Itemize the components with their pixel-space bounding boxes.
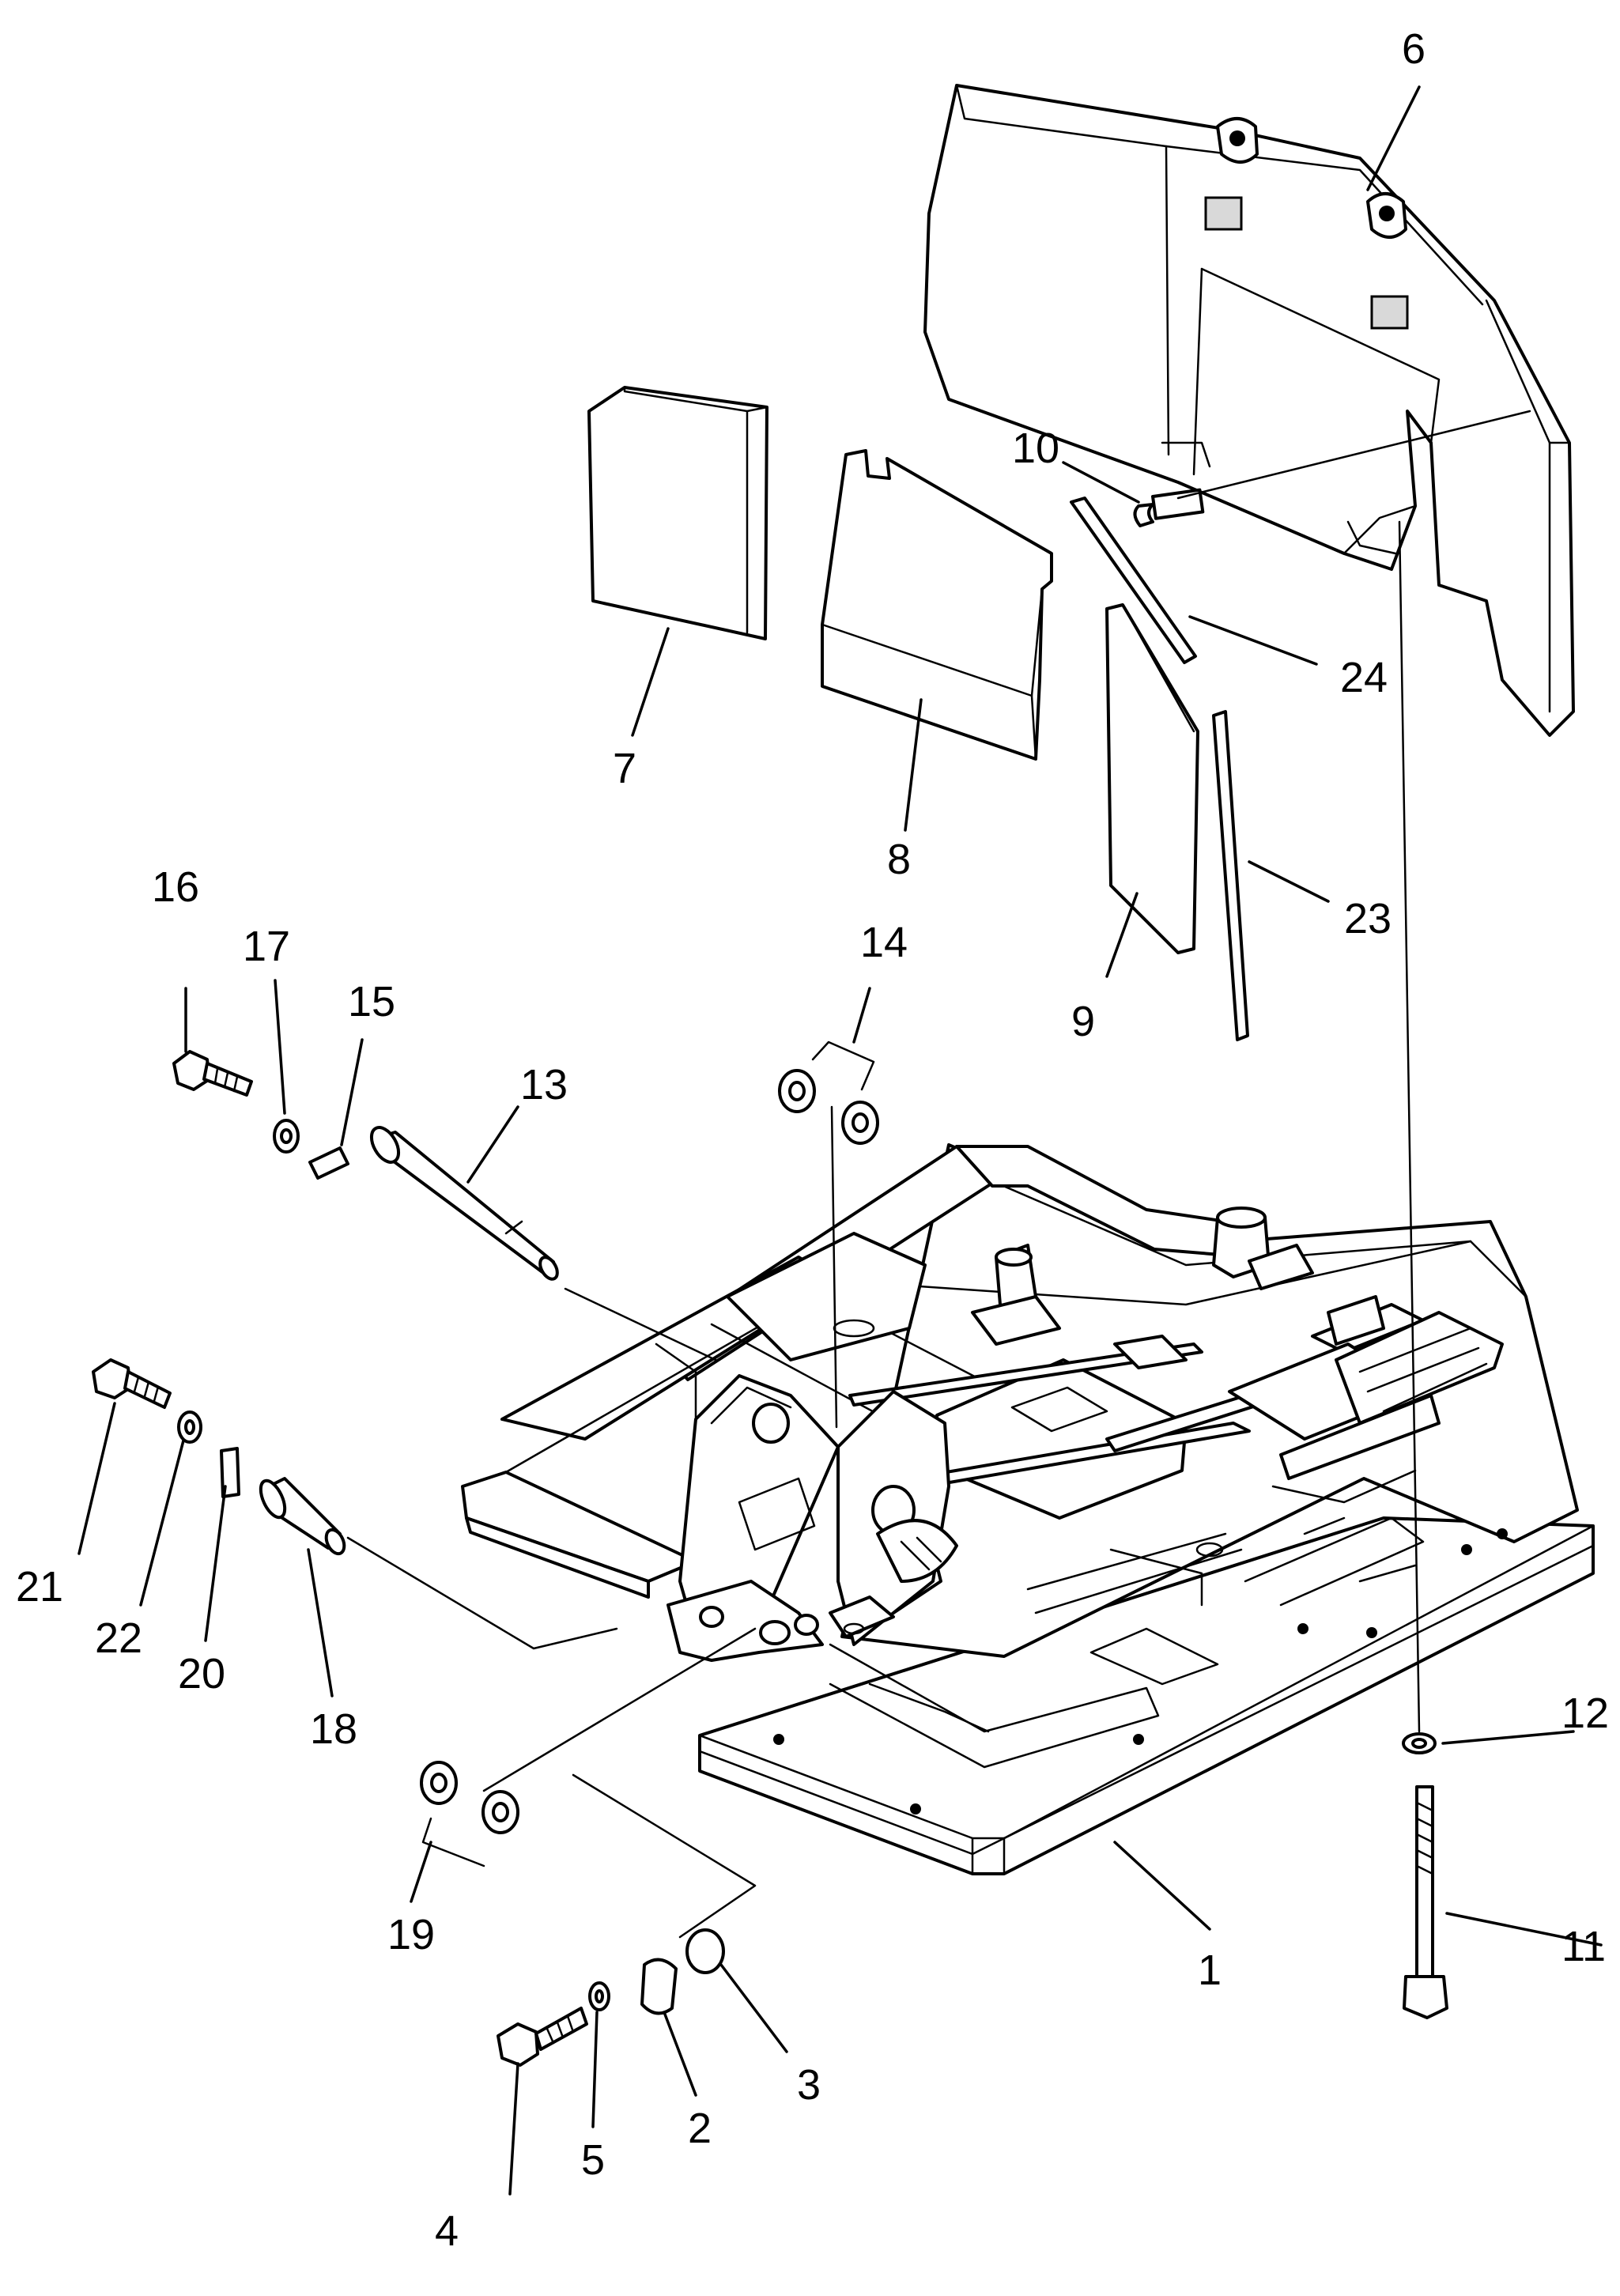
bent-plate-part-8 [821,449,1053,761]
washers-part-14 [778,1040,879,1145]
plate-part-15 [308,1146,349,1180]
callout-21: 21 [16,1563,63,1611]
washers-part-19 [420,1761,519,1867]
callout-19: 19 [387,1911,435,1958]
callout-12: 12 [1561,1690,1609,1737]
cap-part-3 [685,1928,725,1974]
bolt-part-11 [1403,1785,1448,2019]
washer-part-22 [177,1410,202,1444]
bolt-part-16 [172,1050,253,1097]
callout-13: 13 [520,1061,568,1108]
callout-24: 24 [1340,654,1388,701]
assembly-lines [346,410,1531,1939]
callout-5: 5 [581,2136,605,2184]
callout-14: 14 [860,919,908,966]
callout-16: 16 [152,863,199,911]
washer-part-5 [588,1981,610,2011]
callout-11: 11 [1561,1923,1606,1970]
cap-part-2 [640,1958,678,2015]
callout-6: 6 [1402,25,1426,73]
bolt-part-4 [497,2007,588,2067]
callout-23: 23 [1344,895,1392,942]
counterweight-part-6 [923,84,1575,737]
pin-part-18 [259,1477,346,1556]
callout-17: 17 [243,923,290,970]
callout-3: 3 [797,2061,821,2109]
callout-1: 1 [1198,1947,1222,1994]
callout-7: 7 [613,745,636,792]
revolving-frame-part-1 [461,1143,1595,1875]
washer-part-12 [1402,1732,1437,1754]
plate-part-20 [220,1447,240,1498]
callout-10: 10 [1012,425,1059,472]
strip-part-23 [1212,710,1249,1041]
bolt-part-21 [92,1358,172,1409]
callout-22: 22 [95,1614,142,1662]
callout-20: 20 [178,1650,225,1697]
callout-8: 8 [887,836,911,883]
callout-2: 2 [688,2105,712,2152]
washer-part-17 [273,1119,300,1154]
leader-lines [77,85,1603,2196]
callout-15: 15 [348,978,395,1025]
bar-part-24 [1070,497,1197,664]
callout-9: 9 [1071,998,1095,1045]
pin-part-13 [369,1126,559,1281]
callout-labels: 6 7 8 9 10 24 23 16 17 15 13 14 21 22 20… [16,25,1609,2255]
pad-part-7 [587,386,768,640]
callout-18: 18 [310,1705,357,1753]
callout-4: 4 [435,2207,459,2255]
plate-part-9 [1105,603,1199,954]
bolt-part-10 [1133,488,1205,527]
